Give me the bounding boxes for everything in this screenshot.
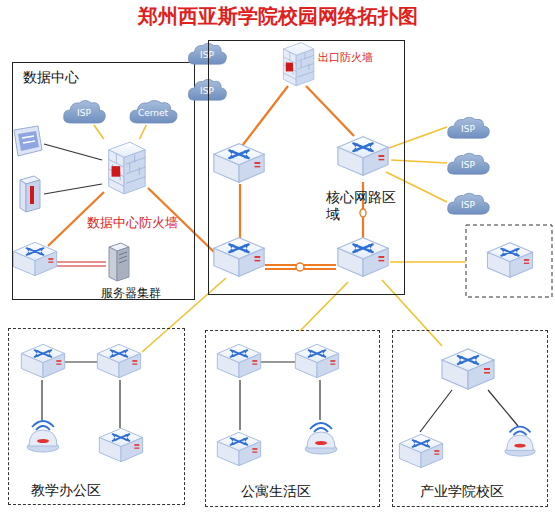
link-line [139,125,146,139]
zone-label: 公寓生活区 [241,483,311,500]
firewall-icon [277,39,317,91]
cloud-label: Cernet [127,102,179,124]
area-heading: 核心网路区域 [326,189,400,223]
cloud-label: ISP [186,81,228,102]
firewall-node: 数据中心防火墙 [101,139,149,199]
isp-cloud: ISP [186,40,228,66]
zone-box: 教学办公区 [8,328,185,505]
cloud-label: ISP [445,119,491,140]
zone-box: 公寓生活区 [205,330,380,507]
isp-cloud: Cernet [127,97,179,125]
area-box: 数据中心ISPCernet数据中心防火墙服务器集群 [12,62,195,300]
isp-cloud: ISP [445,114,491,140]
cloud-label: ISP [61,102,107,124]
firewall-icon [101,139,149,199]
isp-cloud: ISP [61,97,107,125]
firewall-node: 出口防火墙 [277,39,317,91]
isp-cloud: ISP [445,150,491,176]
cloud-label: ISP [445,195,491,216]
zone-box: 产业学院校区 [392,330,548,507]
firewall-label: 出口防火墙 [318,51,373,64]
area-box: 核心网路区域 出口防火墙 [208,40,405,295]
link-line [94,125,104,139]
zone-label: 产业学院校区 [420,483,504,500]
server-node: 服务器集群 [106,241,132,283]
server-label: 服务器集群 [101,286,161,300]
server-icon [106,241,132,283]
zone-label: 教学办公区 [31,482,101,499]
diagram-title: 郑州西亚斯学院校园网络拓扑图 [0,3,555,30]
isp-cloud: ISP [186,76,228,102]
cloud-label: ISP [445,155,491,176]
area-heading: 数据中心 [23,69,79,86]
isp-cloud: ISP [445,190,491,216]
firewall-label: 数据中心防火墙 [87,215,178,230]
cloud-label: ISP [186,45,228,66]
